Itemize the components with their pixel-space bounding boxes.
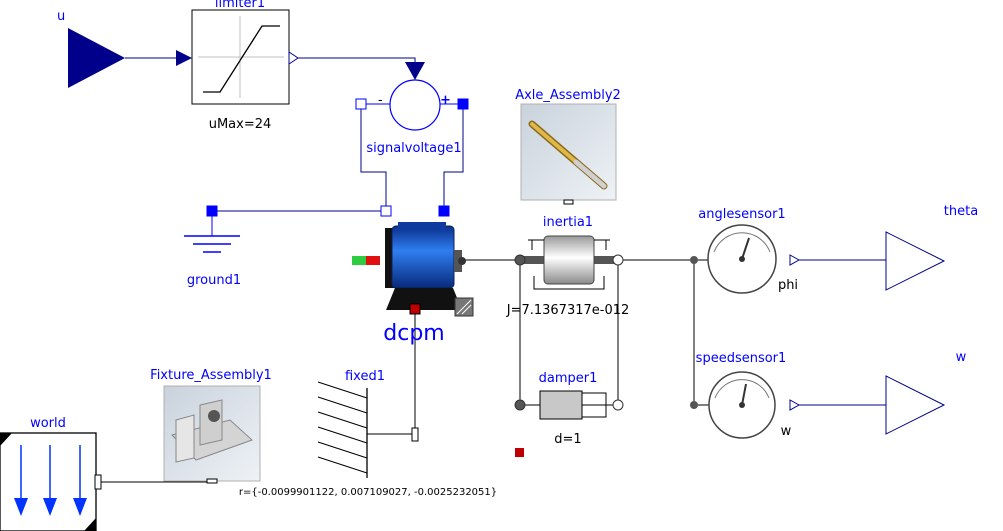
inertia-name: inertia1 bbox=[543, 215, 593, 230]
theta-label: theta bbox=[944, 204, 978, 219]
dcpm-red-indicator bbox=[366, 256, 380, 265]
ground-name: ground1 bbox=[187, 273, 241, 288]
dcpm-name: dcpm bbox=[383, 321, 444, 346]
ground-block[interactable] bbox=[184, 205, 240, 253]
wire-damper-right bbox=[598, 260, 619, 406]
wire-sv-minus-dcpm bbox=[360, 104, 387, 211]
wire-limiter-signalvoltage bbox=[298, 57, 416, 62]
theta-output-block[interactable] bbox=[885, 231, 946, 291]
anglesensor-name: anglesensor1 bbox=[698, 207, 785, 222]
fixed-name: fixed1 bbox=[345, 369, 385, 384]
inertia-param: J=7.1367317e-012 bbox=[506, 303, 630, 318]
damper-name: damper1 bbox=[539, 371, 598, 386]
sv-minus: - bbox=[378, 93, 383, 108]
heat-port-indicator bbox=[515, 448, 524, 457]
signalvoltage-name: signalvoltage1 bbox=[366, 141, 461, 156]
axle-assembly-block[interactable] bbox=[520, 103, 617, 205]
limiter-param: uMax=24 bbox=[209, 117, 272, 132]
damper-block[interactable] bbox=[514, 390, 624, 420]
fixture-name: Fixture_Assembly1 bbox=[150, 368, 272, 383]
speedsensor-name: speedsensor1 bbox=[696, 351, 787, 366]
fixed-param: r={-0.0099901122, 0.007109027, -0.002523… bbox=[239, 487, 497, 498]
input-u-block[interactable] bbox=[68, 28, 125, 88]
signalvoltage-block[interactable] bbox=[355, 62, 469, 131]
w-output-block[interactable] bbox=[885, 375, 946, 435]
wire-sv-plus-dcpm bbox=[443, 104, 464, 211]
limiter-block[interactable] bbox=[176, 9, 299, 105]
speedsensor-block[interactable] bbox=[690, 371, 801, 439]
dcpm-green-indicator bbox=[352, 256, 366, 265]
w-port-label: w bbox=[781, 424, 792, 439]
anglesensor-block[interactable] bbox=[690, 224, 801, 294]
w-output-label: w bbox=[956, 350, 967, 365]
world-name: world bbox=[30, 416, 66, 431]
axle-name: Axle_Assembly2 bbox=[515, 88, 621, 103]
input-u-label: u bbox=[57, 9, 65, 24]
phi-label: phi bbox=[778, 278, 798, 293]
damper-param: d=1 bbox=[554, 432, 581, 447]
fixture-assembly-block[interactable] bbox=[163, 385, 261, 484]
limiter-name: limiter1 bbox=[215, 0, 265, 11]
dcpm-block[interactable] bbox=[352, 205, 474, 317]
world-block[interactable] bbox=[0, 432, 102, 531]
wire-damper-left bbox=[519, 260, 540, 406]
wire-to-speed bbox=[693, 260, 708, 406]
inertia-block[interactable] bbox=[514, 235, 624, 290]
fixed-block[interactable] bbox=[317, 381, 419, 478]
sv-plus: + bbox=[440, 93, 451, 108]
